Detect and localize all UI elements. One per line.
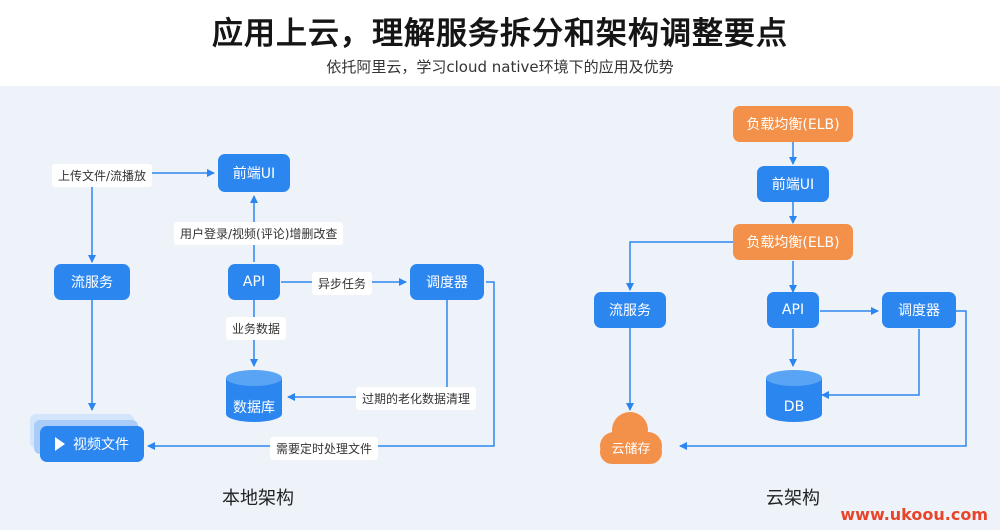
- cloud-stream-service: 流服务: [594, 292, 666, 328]
- page-subtitle: 依托阿里云，学习cloud native环境下的应用及优势: [326, 58, 674, 76]
- label-async-task: 异步任务: [312, 272, 373, 295]
- cloud-storage-shape: [600, 412, 662, 464]
- label-login-crud: 用户登录/视频(评论)增删改查: [174, 222, 344, 245]
- cloud-storage: 云储存: [611, 441, 651, 457]
- cloud-frontend-ui: 前端UI: [757, 166, 829, 202]
- cloud-elb-mid: 负载均衡(ELB): [733, 224, 853, 260]
- local-video-files: 视频文件: [40, 426, 144, 462]
- play-icon: [55, 437, 65, 451]
- local-architecture-caption: 本地架构: [222, 488, 294, 509]
- site-watermark: www.ukoou.com: [840, 505, 988, 524]
- label-timed-processing: 需要定时处理文件: [270, 437, 379, 460]
- cloud-db: DB: [783, 399, 805, 415]
- video-files-label: 视频文件: [73, 437, 129, 453]
- label-upload-stream: 上传文件/流播放: [52, 164, 153, 187]
- cloud-elb-top: 负载均衡(ELB): [733, 106, 853, 142]
- diagram-panel: [0, 86, 1000, 530]
- edge-scheduler-to-video: [147, 281, 495, 450]
- local-stream-service: 流服务: [54, 264, 130, 300]
- local-api: API: [228, 264, 280, 300]
- label-expired-cleanup: 过期的老化数据清理: [356, 387, 477, 410]
- label-business-data: 业务数据: [226, 317, 287, 340]
- edge-scheduler-to-database: [287, 300, 448, 401]
- edge-elb-to-stream: [626, 241, 733, 291]
- db-cylinder: [766, 370, 822, 422]
- cloud-scheduler: 调度器: [882, 292, 956, 328]
- page-title: 应用上云，理解服务拆分和架构调整要点: [212, 16, 788, 52]
- cloud-architecture-caption: 云架构: [766, 488, 820, 509]
- cloud-api: API: [767, 292, 819, 328]
- local-database: 数据库: [233, 400, 275, 416]
- local-frontend-ui: 前端UI: [218, 154, 290, 192]
- local-scheduler: 调度器: [410, 264, 484, 300]
- edge-scheduler-to-db: [821, 329, 920, 399]
- edge-scheduler-to-storage: [679, 310, 967, 450]
- database-cylinder: [226, 370, 282, 422]
